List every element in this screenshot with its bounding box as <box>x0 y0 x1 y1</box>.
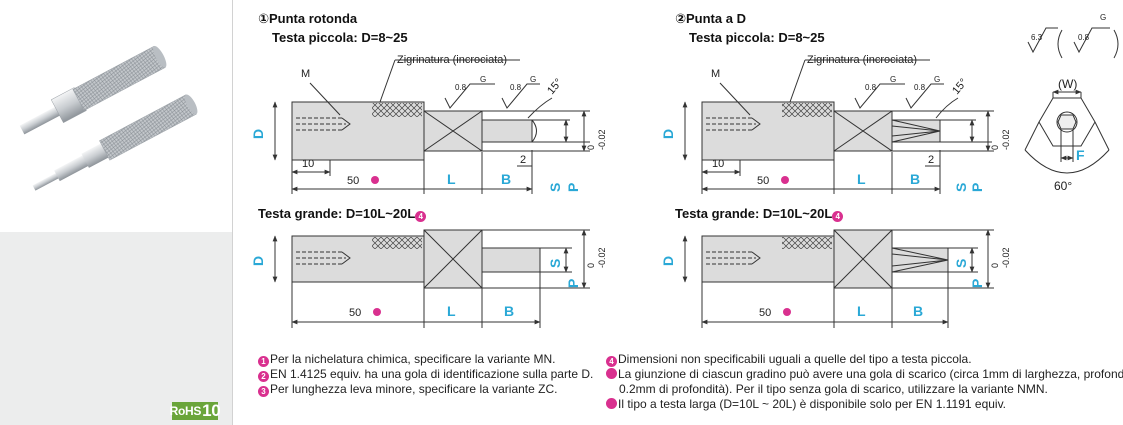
label-P: P <box>969 183 985 192</box>
label-S: S <box>547 183 563 192</box>
knurled-pin-image <box>19 45 198 191</box>
label-0-8: 0.8 <box>1078 33 1090 42</box>
cyan-labels-round-small: D L B S P <box>250 129 581 192</box>
label-P: P <box>969 279 985 288</box>
small-head-heading-1: Testa piccola: D=8~25 <box>272 30 408 45</box>
cyan-labels-d-large: D L B S P <box>660 256 985 319</box>
title-round-tip: ①Punta rotonda <box>258 11 358 26</box>
label-G: G <box>1100 13 1106 22</box>
drawing-d-large <box>682 229 994 328</box>
label-knurl: Zigrinatura (incrociata) <box>397 54 507 66</box>
label-roughness-2: 0.8 <box>510 83 522 92</box>
note-mark-icon: 4 <box>606 356 617 367</box>
label-D: D <box>660 129 676 139</box>
note-6: Il tipo a testa larga (D=10L ~ 20L) è di… <box>606 397 1123 412</box>
label-P: P <box>565 279 581 288</box>
label-G-2: G <box>934 75 940 84</box>
label-tol-lower: -0.02 <box>1001 247 1011 268</box>
note-5-cont: 0.2mm di profondità). Per il tipo senza … <box>619 382 1048 396</box>
hex-section-detail <box>1024 27 1119 174</box>
label-B: B <box>501 171 511 187</box>
drawing-round-small <box>272 59 590 194</box>
label-B: B <box>910 171 920 187</box>
small-head-heading-2: Testa piccola: D=8~25 <box>689 30 825 45</box>
note-mark-icon <box>606 368 617 379</box>
label-angle: 15° <box>950 76 970 96</box>
label-50: 50 <box>759 307 771 319</box>
label-50: 50 <box>349 307 361 319</box>
dim-labels-round-large: 50 0 -0.02 <box>349 247 607 319</box>
label-W: (W) <box>1058 77 1077 91</box>
label-tol-upper: 0 <box>990 145 1000 150</box>
label-L: L <box>447 303 456 319</box>
label-D: D <box>660 256 676 266</box>
label-S: S <box>547 259 563 268</box>
label-M: M <box>711 68 720 80</box>
label-M: M <box>301 68 310 80</box>
label-2: 2 <box>520 154 526 166</box>
product-photo <box>0 0 232 232</box>
cyan-labels-d-small: D L B S P <box>660 129 985 192</box>
drawing-d-small <box>682 59 994 194</box>
label-50: 50 <box>347 175 359 187</box>
label-G: G <box>480 75 486 84</box>
note-mark-icon: 4 <box>415 211 427 222</box>
label-G-2: G <box>530 75 536 84</box>
label-S: S <box>953 183 969 192</box>
label-tol-upper: 0 <box>586 263 596 268</box>
note-mark-icon <box>606 398 617 409</box>
label-tol-upper: 0 <box>990 263 1000 268</box>
drawing-round-large <box>272 229 590 328</box>
label-angle: 15° <box>545 76 565 96</box>
cyan-labels-round-large: D L B S P <box>250 256 581 319</box>
note-mark-icon: 3 <box>258 386 269 397</box>
label-roughness: 0.8 <box>455 83 467 92</box>
label-S: S <box>953 259 969 268</box>
label-10: 10 <box>712 158 724 170</box>
dim-labels-d-small: M Zigrinatura (incrociata) 10 50 2 0.8 G… <box>711 54 1011 187</box>
label-roughness: 0.8 <box>865 83 877 92</box>
label-F: F <box>1076 147 1085 163</box>
label-2: 2 <box>928 154 934 166</box>
dim-labels-d-large: 50 0 -0.02 <box>759 247 1011 319</box>
note-5: La giunzione di ciascun gradino può aver… <box>606 367 1123 382</box>
note-mark-icon: 1 <box>258 356 269 367</box>
label-G: G <box>890 75 896 84</box>
label-L: L <box>857 171 866 187</box>
label-10: 10 <box>302 158 314 170</box>
label-L: L <box>857 303 866 319</box>
hex-labels: 6.3 0.8 G (W) 60° <box>1031 13 1106 193</box>
label-tol-lower: -0.02 <box>597 247 607 268</box>
label-50: 50 <box>757 175 769 187</box>
label-roughness-2: 0.8 <box>914 83 926 92</box>
note-mark-icon: 4 <box>832 211 844 222</box>
label-P: P <box>565 183 581 192</box>
title-d-tip: ②Punta a D <box>675 11 746 26</box>
label-tol-upper: 0 <box>586 145 596 150</box>
note-mark-icon: 2 <box>258 371 269 382</box>
label-6-3: 6.3 <box>1031 33 1043 42</box>
label-B: B <box>504 303 514 319</box>
label-D: D <box>250 256 266 266</box>
label-tol-lower: -0.02 <box>597 129 607 150</box>
label-D: D <box>250 129 266 139</box>
label-B: B <box>913 303 923 319</box>
label-60: 60° <box>1054 179 1072 193</box>
label-tol-lower: -0.02 <box>1001 129 1011 150</box>
label-knurl: Zigrinatura (incrociata) <box>807 54 917 66</box>
label-L: L <box>447 171 456 187</box>
